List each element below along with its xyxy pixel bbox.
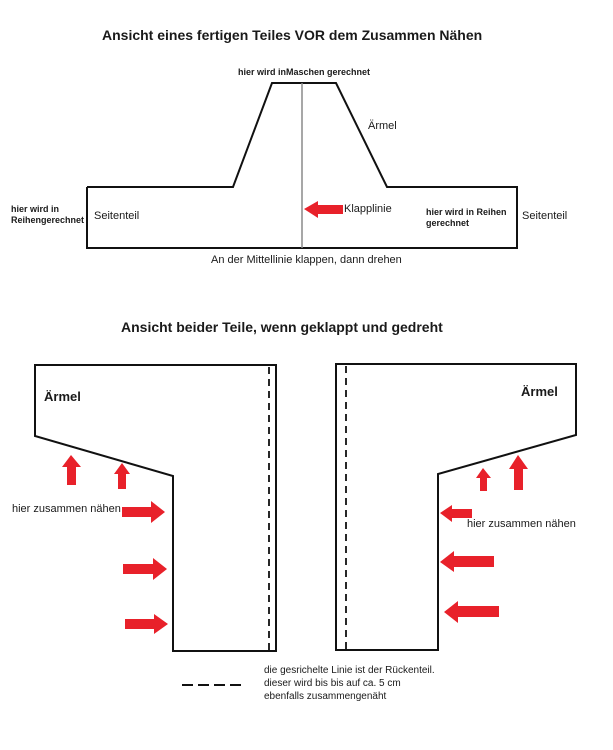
left-piece-sleeve-label: Ärmel [44, 389, 81, 404]
left-arrow-icon [440, 551, 494, 572]
legend-line3: ebenfalls zusammengenäht [264, 691, 387, 702]
right-arrow-icon [125, 614, 168, 634]
left-rows-note-line2: Reihengerechnet [11, 215, 85, 225]
section1-title: Ansicht eines fertigen Teiles VOR dem Zu… [102, 27, 483, 43]
right-arrow-icon [122, 501, 165, 523]
fold-instruction-caption: An der Mittellinie klappen, dann drehen [211, 254, 402, 266]
sleeve-label-top: Ärmel [368, 120, 397, 132]
right-piece-sleeve-label: Ärmel [521, 384, 558, 399]
stitches-note: hier wird inMaschen gerechnet [238, 67, 371, 77]
right-piece-outline [335, 363, 577, 651]
legend-text: die gesrichelte Linie ist der Rückenteil… [264, 664, 435, 703]
section2-title: Ansicht beider Teile, wenn geklappt und … [121, 319, 443, 335]
up-arrow-icon [476, 468, 491, 491]
right-rows-note-line1: hier wird in Reihen [426, 207, 507, 217]
fold-arrow-icon [304, 201, 343, 218]
fold-line-label: Klapplinie [344, 203, 392, 215]
right-arrow-icon [123, 558, 167, 580]
left-arrow-icon [440, 505, 472, 522]
up-arrow-icon [62, 455, 81, 485]
left-piece-sew-label: hier zusammen nähen [12, 503, 121, 515]
up-arrow-icon [114, 463, 130, 489]
left-rows-note: hier wird in Reihengerechnet [11, 204, 84, 226]
legend-line2: dieser wird bis bis auf ca. 5 cm [264, 678, 401, 689]
right-side-panel-label: Seitenteil [522, 210, 568, 222]
up-arrow-icon [509, 455, 528, 490]
legend-line1: die gesrichelte Linie ist der Rückenteil… [264, 665, 435, 676]
left-rows-note-line1: hier wird in [11, 204, 60, 214]
unfolded-piece-outline [86, 82, 518, 249]
right-rows-note-line2: gerechnet [426, 218, 470, 228]
right-rows-note: hier wird in Reihen gerechnet [426, 207, 507, 229]
left-side-panel-label: Seitenteil [94, 210, 140, 222]
left-piece-outline [34, 364, 277, 652]
right-piece-sew-label: hier zusammen nähen [467, 518, 576, 530]
left-arrow-icon [444, 601, 499, 623]
